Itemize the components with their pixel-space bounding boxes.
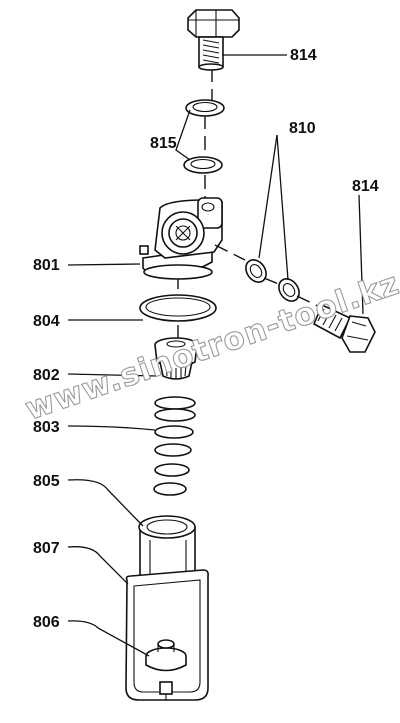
label-filter-cup: 805 [33,473,60,490]
label-bolt-right: 814 [352,178,379,195]
label-cap: 806 [33,614,60,631]
leader-lines [67,54,364,657]
washer-right-1 [245,259,267,283]
washer-right-2 [278,278,300,302]
housing [139,197,246,280]
label-housing: 801 [33,257,60,274]
watermark: www.sinotron-tool.kz [21,266,400,428]
part-labels: 814 815 810 814 801 804 802 803 805 807 … [33,47,379,631]
bolt-right [312,303,376,353]
label-washer-pair-right: 810 [289,120,316,137]
cap [145,639,187,672]
o-ring [139,294,217,322]
clamp [125,569,209,701]
label-spring: 803 [33,419,60,436]
label-bolt-top: 814 [290,47,317,64]
bolt-top [187,9,240,71]
label-washer-pair: 815 [150,135,177,152]
label-o-ring: 804 [33,313,60,330]
label-valve: 802 [33,367,60,384]
washer-upper [185,99,225,117]
valve [154,337,198,380]
right-axis-1 [263,277,282,286]
label-clamp: 807 [33,540,60,557]
spring [153,396,196,496]
washer-lower [183,156,223,174]
right-axis-2 [296,295,321,308]
